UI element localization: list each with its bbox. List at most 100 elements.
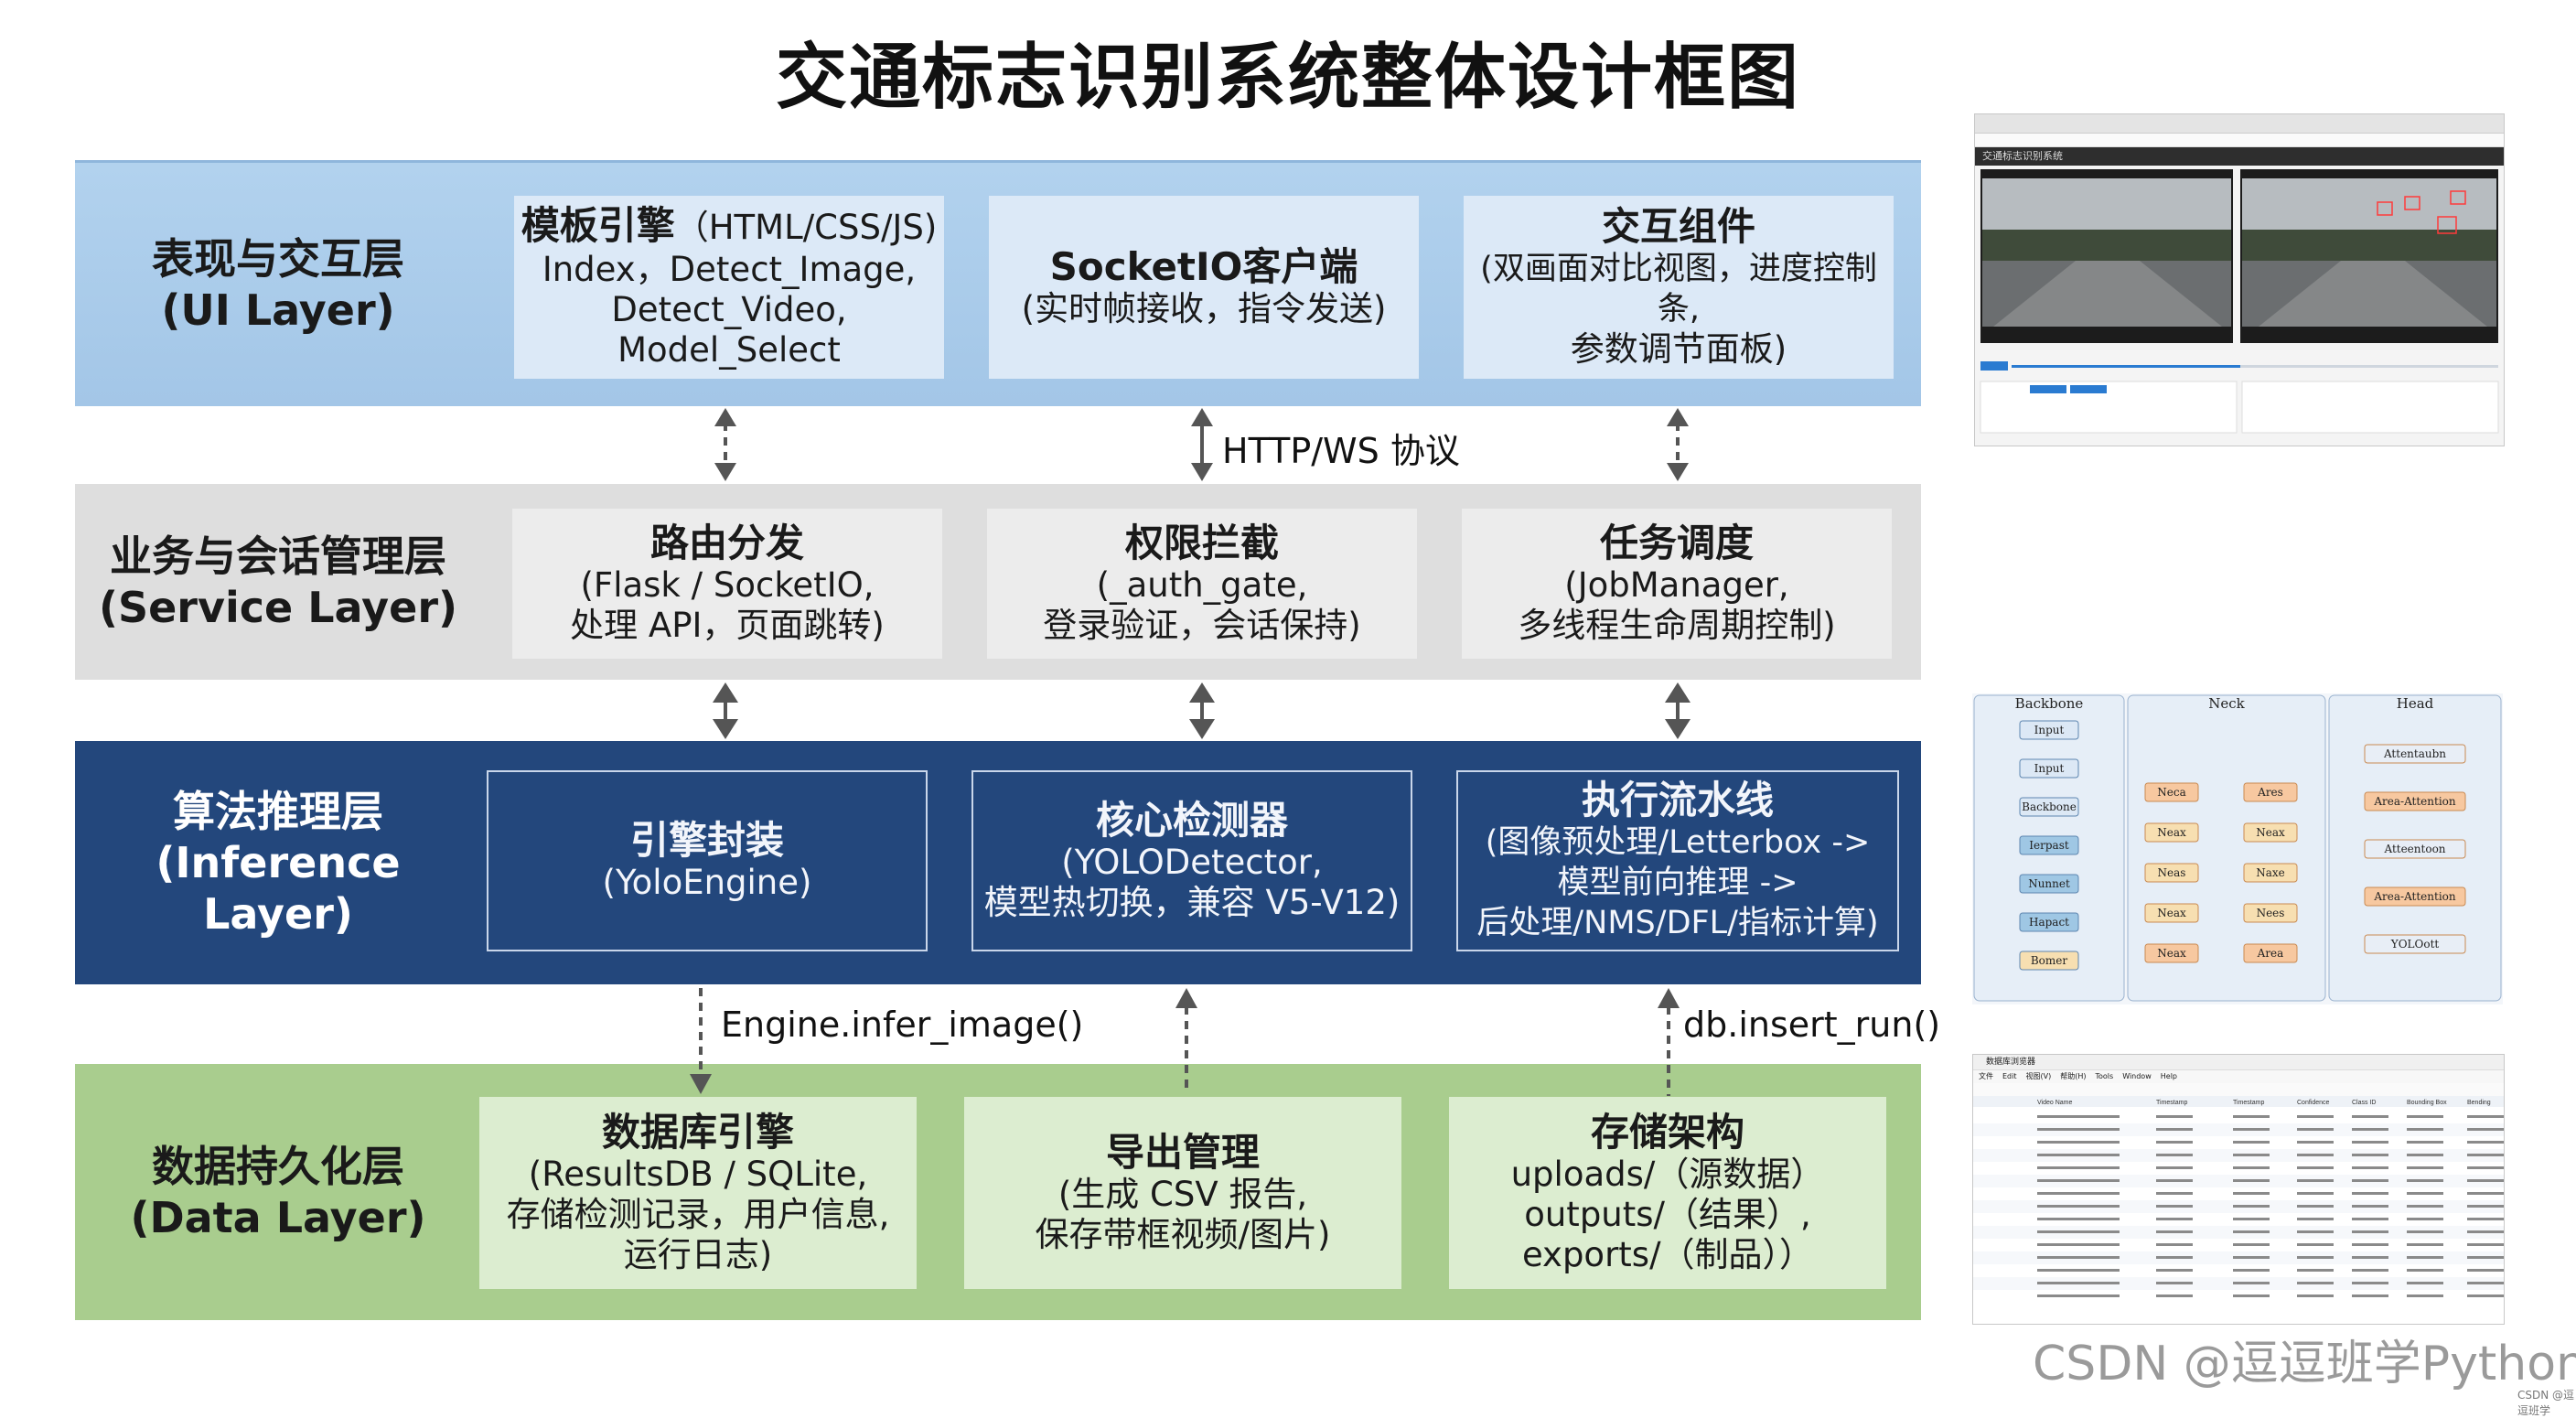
ui-service-arrow-middle: [1191, 408, 1213, 481]
core-detector-title: 核心检测器: [1095, 798, 1288, 843]
db-menu-window[interactable]: Window: [2122, 1072, 2152, 1080]
db-table-cell: [2037, 1166, 2120, 1169]
db-menu-bar: 文件 Edit 视图(V) 帮助(H) Tools Window Help: [1973, 1070, 2504, 1083]
db-menu-file[interactable]: 文件: [1979, 1072, 1993, 1080]
storage-architecture-title: 存储架构: [1590, 1110, 1744, 1155]
service-layer-name: 业务与会话管理层 (Service Layer): [75, 484, 481, 680]
db-table-cell: [2407, 1128, 2443, 1131]
arch-backbone-node-2-box: [2019, 797, 2079, 817]
db-table-cell: [2407, 1230, 2443, 1233]
db-table-cell: [2352, 1294, 2388, 1297]
task-scheduling-line-2: 多线程生命周期控制): [1518, 606, 1836, 645]
db-menu-edit[interactable]: Edit: [2002, 1072, 2017, 1080]
db-menu-view[interactable]: 视图(V): [2025, 1072, 2052, 1080]
routing-line-1: (Flask / SocketIO,: [580, 565, 875, 605]
auth-box: 权限拦截 (_auth_gate, 登录验证，会话保持): [987, 509, 1417, 659]
arch-backbone-node-4-box: [2019, 874, 2079, 894]
db-table-cell: [2407, 1269, 2443, 1272]
template-engine-line-2: Detect_Video,: [611, 290, 847, 329]
routing-title: 路由分发: [649, 521, 804, 565]
arch-head-node-4-label: YOLOott: [2390, 938, 2440, 951]
data-layer-name: 数据持久化层 (Data Layer): [75, 1064, 481, 1320]
arch-neck-left-node-1-label: Neax: [2157, 826, 2186, 839]
db-table-cell: [2156, 1128, 2193, 1131]
db-table-cell: [2297, 1256, 2334, 1259]
arch-backbone-node-5-box: [2019, 912, 2079, 932]
db-table-cell: [2467, 1205, 2504, 1208]
db-menu-tools[interactable]: Tools: [2095, 1072, 2114, 1080]
template-engine-line-1: Index，Detect_Image,: [542, 250, 917, 289]
arch-backbone-node-3-box: [2019, 835, 2079, 855]
csdn-watermark: CSDN @逗逗班学Python: [2033, 1337, 2576, 1391]
browser-address-bar: [1975, 134, 2504, 147]
db-table-cell: [2407, 1243, 2443, 1246]
db-table-cell: [2407, 1179, 2443, 1182]
storage-architecture-line-1: uploads/（源数据）: [1510, 1155, 1825, 1194]
export-management-line-2: 保存带框视频/图片): [1035, 1215, 1331, 1254]
arch-backbone-node-1-box: [2019, 758, 2079, 779]
db-menu-help-cn[interactable]: 帮助(H): [2060, 1072, 2087, 1080]
db-table-cell: [2156, 1166, 2193, 1169]
arch-section-head: Head: [2397, 695, 2434, 712]
db-table-cell: [2467, 1282, 2504, 1284]
db-table-cell: [2037, 1269, 2120, 1272]
service-inference-arrow-middle: [1189, 682, 1215, 739]
db-table-cell: [2352, 1243, 2388, 1246]
arch-neck-left-node-2-box: [2144, 863, 2199, 883]
db-table-cell: [2467, 1256, 2504, 1259]
ui-layer-name-cn: 表现与交互层: [152, 234, 404, 284]
db-table-cell: [2407, 1282, 2443, 1284]
db-table-cell: [2156, 1256, 2193, 1259]
ui-layer-name: 表现与交互层 (UI Layer): [75, 163, 481, 406]
db-table-cell: [2407, 1115, 2443, 1118]
db-table-cell: [2352, 1282, 2388, 1284]
db-column-header-5: Class ID: [2352, 1100, 2376, 1106]
service-layer: 业务与会话管理层 (Service Layer) 路由分发 (Flask / S…: [75, 484, 1921, 680]
arch-backbone-node-2-label: Backbone: [2022, 800, 2077, 813]
storage-architecture-line-3: exports/（制品））: [1521, 1235, 1814, 1274]
template-engine-line-3: Model_Select: [617, 330, 841, 370]
db-table-cell: [2407, 1294, 2443, 1297]
db-table-cell: [2037, 1256, 2120, 1259]
db-table-cell: [2352, 1256, 2388, 1259]
db-table-cell: [2297, 1230, 2334, 1233]
service-layer-name-cn: 业务与会话管理层: [110, 532, 446, 581]
arch-neck-left-node-0-label: Neca: [2157, 786, 2185, 799]
arch-head-node-4-box: [2364, 934, 2466, 954]
db-table-cell: [2297, 1166, 2334, 1169]
arch-neck-right-node-3-label: Nees: [2257, 907, 2285, 919]
arch-neck-left-node-0-box: [2144, 782, 2199, 802]
db-table-cell: [2156, 1115, 2193, 1118]
db-table-cell: [2297, 1218, 2334, 1220]
csdn-watermark-small: CSDN @逗逗班学: [2517, 1389, 2575, 1417]
data-export-arrow: [1175, 988, 1197, 1094]
db-table-cell: [2156, 1141, 2193, 1144]
db-menu-help[interactable]: Help: [2160, 1072, 2177, 1080]
template-engine-box: 模板引擎（HTML/CSS/JS) Index，Detect_Image, De…: [514, 196, 944, 379]
db-table-cell: [2467, 1115, 2504, 1118]
db-insert-arrow: [1658, 988, 1680, 1096]
pipeline-title: 执行流水线: [1581, 778, 1774, 822]
ui-layer-name-en: (UI Layer): [161, 285, 395, 335]
db-table-cell: [2037, 1154, 2120, 1156]
db-table-cell: [2407, 1192, 2443, 1195]
db-table-cell: [2233, 1115, 2270, 1118]
db-table-cell: [2407, 1141, 2443, 1144]
inference-layer-name: 算法推理层 (Inference Layer): [75, 741, 481, 984]
database-engine-title: 数据库引擎: [601, 1110, 794, 1155]
arch-neck-left-node-3-label: Neax: [2157, 907, 2186, 919]
engine-infer-arrow: [690, 988, 712, 1094]
http-ws-label: HTTP/WS 协议: [1222, 431, 1460, 471]
db-table-cell: [2233, 1294, 2270, 1297]
db-column-header-2: Timestamp: [2156, 1100, 2187, 1106]
inference-layer-name-cn: 算法推理层: [173, 787, 383, 836]
db-table-cell: [2407, 1256, 2443, 1259]
database-engine-line-1: (ResultsDB / SQLite,: [528, 1155, 868, 1194]
db-table-cell: [2467, 1166, 2504, 1169]
arch-head-node-2-label: Atteentoon: [2383, 843, 2445, 855]
db-column-header-4: Confidence: [2297, 1100, 2330, 1106]
db-table-cell: [2156, 1282, 2193, 1284]
arch-neck-left-node-2-label: Neas: [2158, 866, 2186, 879]
db-table-cell: [2467, 1141, 2504, 1144]
